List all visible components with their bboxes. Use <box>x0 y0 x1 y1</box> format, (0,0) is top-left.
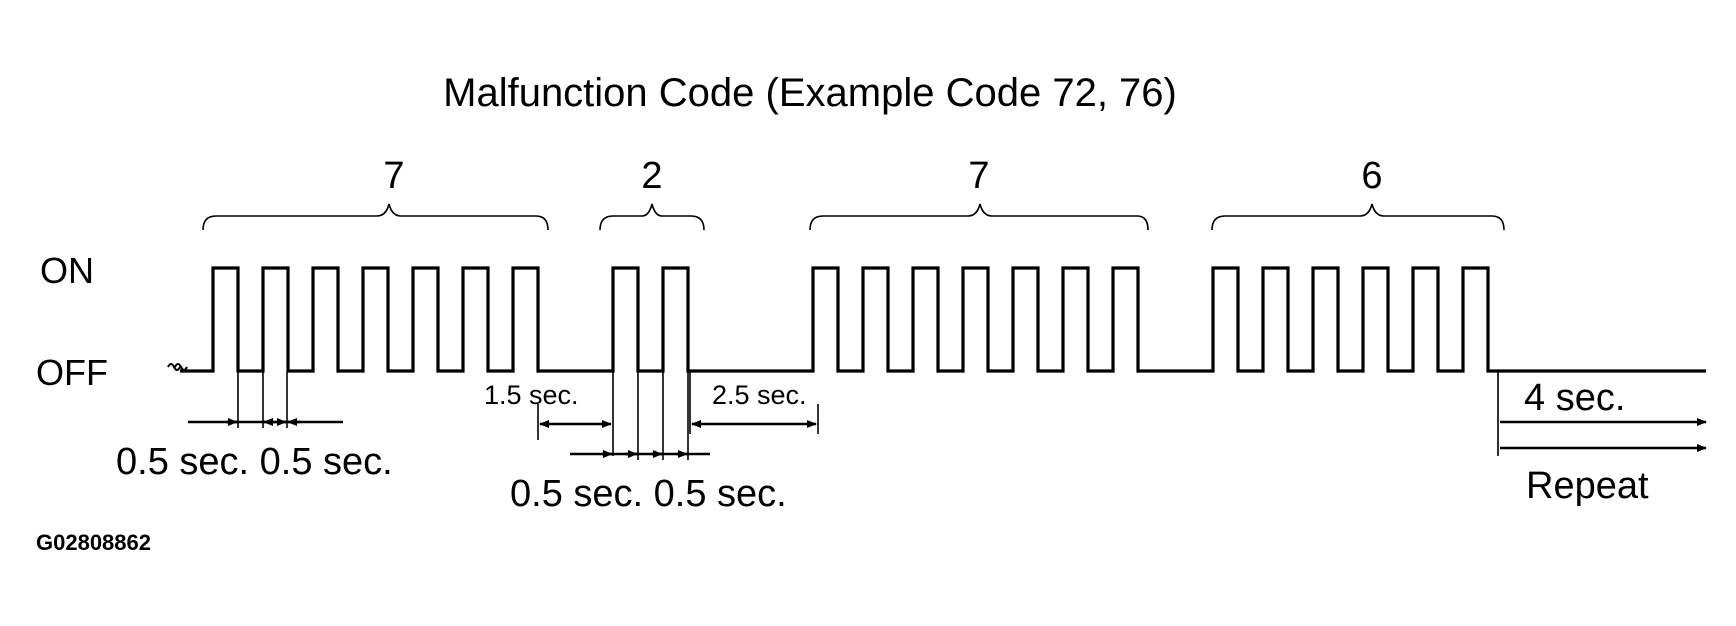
diagram-title: Malfunction Code (Example Code 72, 76) <box>443 71 1177 115</box>
pulse-timing-dimension-b: 0.5 sec. 0.5 sec. <box>510 372 787 515</box>
code-gap-label: 2.5 sec. <box>712 380 807 410</box>
code-group-7-first: 7 <box>202 155 549 231</box>
digit-gap-label: 1.5 sec. <box>484 380 579 410</box>
figure-id: G02808862 <box>36 530 151 555</box>
code-group-6: 6 <box>1211 155 1505 231</box>
code-group-digit: 7 <box>968 155 989 197</box>
signal-waveform <box>180 266 1706 373</box>
on-level-label: ON <box>40 250 94 291</box>
pulse-timing-label: 0.5 sec. 0.5 sec. <box>116 441 393 483</box>
digit-gap-dimension: 1.5 sec. <box>484 372 614 456</box>
pulse-timing-dimension-a: 0.5 sec. 0.5 sec. <box>116 372 393 483</box>
code-group-brace <box>809 203 1149 231</box>
code-group-brace <box>599 203 705 231</box>
waveform-break-mark <box>167 363 188 371</box>
pulse-timing-label: 0.5 sec. 0.5 sec. <box>510 473 787 515</box>
code-group-brace <box>202 203 549 231</box>
code-gap-dimension: 2.5 sec. <box>689 372 819 434</box>
repeat-label: Repeat <box>1526 465 1649 507</box>
code-group-2: 2 <box>599 155 705 231</box>
code-group-digit: 6 <box>1361 155 1382 197</box>
code-group-digit: 2 <box>641 155 662 197</box>
pause-label: 4 sec. <box>1524 377 1625 419</box>
code-group-digit: 7 <box>383 155 404 197</box>
code-group-7-second: 7 <box>809 155 1149 231</box>
code-group-brace <box>1211 203 1505 231</box>
off-level-label: OFF <box>36 352 108 393</box>
pause-repeat-dimension: 4 sec. Repeat <box>1497 372 1707 507</box>
